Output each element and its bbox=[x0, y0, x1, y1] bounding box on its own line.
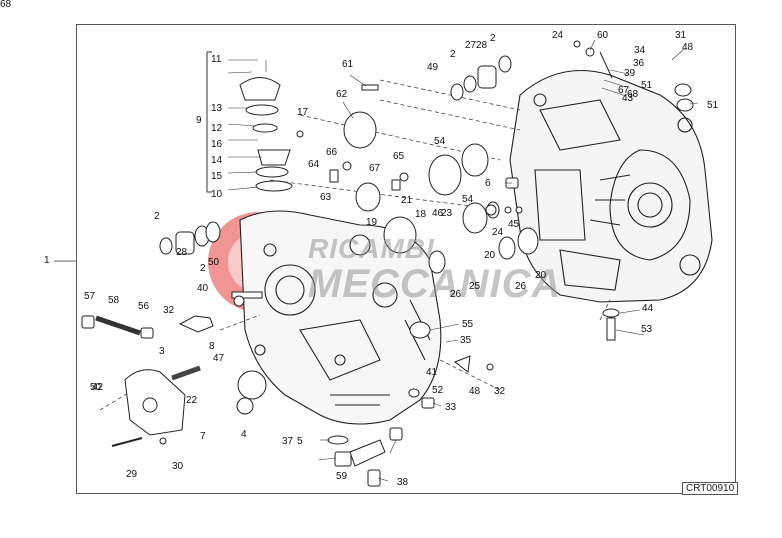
callout-label: 12 bbox=[211, 123, 223, 134]
right-crankcase-half bbox=[509, 69, 713, 303]
diagram-frame bbox=[76, 24, 736, 494]
callout-label: 20 bbox=[535, 270, 547, 281]
callout-label: 25 bbox=[469, 281, 481, 292]
callout-label: 42 bbox=[92, 382, 104, 393]
callout-label: 63 bbox=[320, 192, 332, 203]
callout-label: 54 bbox=[462, 194, 474, 205]
callout-label: 67 bbox=[369, 163, 381, 174]
callout-label: 6 bbox=[485, 178, 491, 189]
callout-label: 49 bbox=[427, 62, 439, 73]
callout-label: 45 bbox=[508, 219, 520, 230]
callout-label: 22 bbox=[186, 395, 198, 406]
callout-label: 51 bbox=[641, 80, 653, 91]
callout-label: 1 bbox=[44, 255, 50, 266]
callout-label: 55 bbox=[462, 319, 474, 330]
callout-label: 2 bbox=[200, 263, 206, 274]
callout-label: 68 bbox=[627, 89, 639, 100]
callout-label: 7 bbox=[200, 431, 206, 442]
callout-label: 32 bbox=[494, 386, 506, 397]
callout-label: 18 bbox=[415, 209, 427, 220]
callout-label: 65 bbox=[393, 151, 405, 162]
callout-label: 8 bbox=[209, 341, 215, 352]
callout-label: 66 bbox=[326, 147, 338, 158]
callout-label: 37 bbox=[282, 436, 294, 447]
callout-label: 35 bbox=[460, 335, 472, 346]
callout-label: 5 bbox=[297, 436, 303, 447]
callout-label: 24 bbox=[492, 227, 504, 238]
callout-label: 52 bbox=[432, 385, 444, 396]
callout-label: 11 bbox=[211, 54, 222, 65]
callout-label: 38 bbox=[397, 477, 409, 488]
callout-label: 39 bbox=[624, 68, 636, 79]
callout-label: 23 bbox=[441, 208, 453, 219]
callout-label: 53 bbox=[641, 324, 653, 335]
callout-label: 68 bbox=[0, 0, 12, 10]
watermark-line-2: MECCANICA bbox=[308, 262, 562, 306]
callout-label: 13 bbox=[211, 103, 223, 114]
callout-label: 44 bbox=[642, 303, 654, 314]
callout-label: 4 bbox=[241, 429, 247, 440]
callout-label: 41 bbox=[426, 367, 438, 378]
callout-label: 48 bbox=[469, 386, 481, 397]
callout-label: 34 bbox=[634, 45, 646, 56]
callout-label: 2 bbox=[490, 33, 496, 44]
callout-label: 43 bbox=[622, 93, 634, 104]
callout-label: 17 bbox=[297, 107, 309, 118]
callout-label: 47 bbox=[213, 353, 225, 364]
callout-label: 31 bbox=[675, 30, 687, 41]
callout-label: 50 bbox=[208, 257, 220, 268]
callout-label: 14 bbox=[211, 155, 223, 166]
diagram-code: CRT00910 bbox=[682, 482, 739, 495]
callout-label: 15 bbox=[211, 171, 223, 182]
callout-label: 19 bbox=[366, 217, 378, 228]
callout-label: 60 bbox=[597, 30, 609, 41]
callout-label: 30 bbox=[172, 461, 184, 472]
callout-label: 57 bbox=[84, 291, 96, 302]
callout-label: 9 bbox=[196, 115, 202, 126]
callout-label: 29 bbox=[126, 469, 138, 480]
callout-label: 46 bbox=[432, 208, 444, 219]
callout-label: 26 bbox=[450, 289, 462, 300]
callout-label: 50 bbox=[90, 382, 102, 393]
callout-label: 16 bbox=[211, 139, 223, 150]
callout-label: 33 bbox=[445, 402, 457, 413]
callout-label: 54 bbox=[434, 136, 446, 147]
callout-label: 40 bbox=[197, 283, 209, 294]
callout-label: 28 bbox=[176, 247, 188, 258]
callout-label: 10 bbox=[211, 189, 223, 200]
callout-label: 3 bbox=[159, 346, 165, 357]
callout-label: 20 bbox=[484, 250, 496, 261]
callout-label: 28 bbox=[476, 40, 488, 51]
callout-label: 67 bbox=[618, 85, 630, 96]
callout-label: 32 bbox=[163, 305, 175, 316]
callout-label: 2 bbox=[154, 211, 160, 222]
callout-label: 48 bbox=[682, 42, 694, 53]
callout-label: 59 bbox=[336, 471, 348, 482]
callout-label: 56 bbox=[138, 301, 150, 312]
watermark-line-1: RICAMBI bbox=[308, 233, 435, 264]
callout-label: 61 bbox=[342, 59, 354, 70]
callout-label: 58 bbox=[108, 295, 120, 306]
callout-label: 24 bbox=[552, 30, 564, 41]
callout-label: 64 bbox=[308, 159, 320, 170]
callout-label: 21 bbox=[401, 195, 413, 206]
callout-label: 26 bbox=[515, 281, 527, 292]
callout-label: 51 bbox=[707, 100, 719, 111]
callout-label: 2 bbox=[450, 49, 456, 60]
callout-label: 27 bbox=[465, 40, 477, 51]
callout-label: 36 bbox=[633, 58, 645, 69]
callout-label: 62 bbox=[336, 89, 348, 100]
